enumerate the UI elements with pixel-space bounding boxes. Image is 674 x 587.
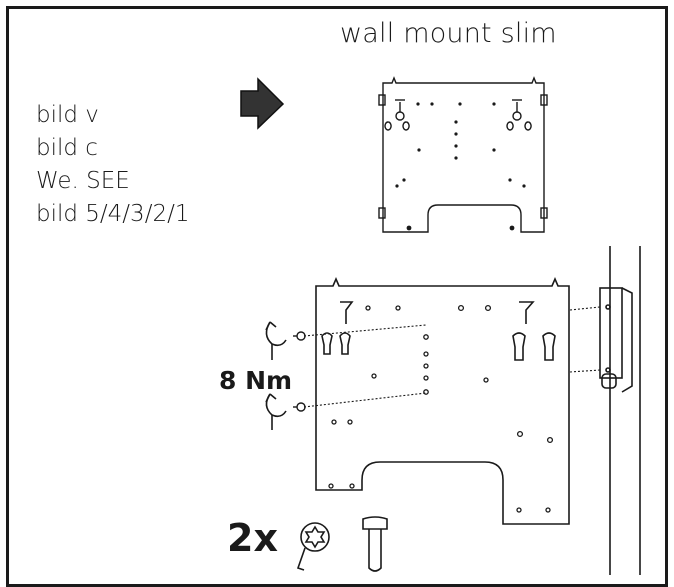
rotation-arrow-icon	[265, 321, 287, 430]
pillar-with-bracket	[599, 246, 641, 575]
small-wall-plate	[378, 76, 548, 233]
large-plate-holes	[328, 304, 554, 513]
screw-alignment-lines	[303, 306, 601, 408]
small-plate-holes	[395, 102, 526, 231]
arrow-right-icon	[240, 77, 285, 130]
large-wall-plate	[315, 276, 570, 525]
legend-line: We. SEE	[36, 168, 130, 194]
legend-line: bild v	[36, 102, 99, 128]
legend-line: bild c	[36, 135, 98, 161]
legend-line: bild 5/4/3/2/1	[36, 201, 190, 227]
screw-icon	[293, 331, 306, 412]
diagram-title: wall mount slim	[340, 18, 557, 49]
screw-side-view-icon	[362, 516, 388, 572]
variant-legend: bild v bild c We. SEE bild 5/4/3/2/1	[36, 99, 189, 231]
quantity-label: 2x	[227, 516, 278, 560]
torque-label: 8 Nm	[219, 366, 293, 395]
torx-screw-head-icon	[296, 522, 330, 571]
diagram-frame	[6, 6, 668, 587]
